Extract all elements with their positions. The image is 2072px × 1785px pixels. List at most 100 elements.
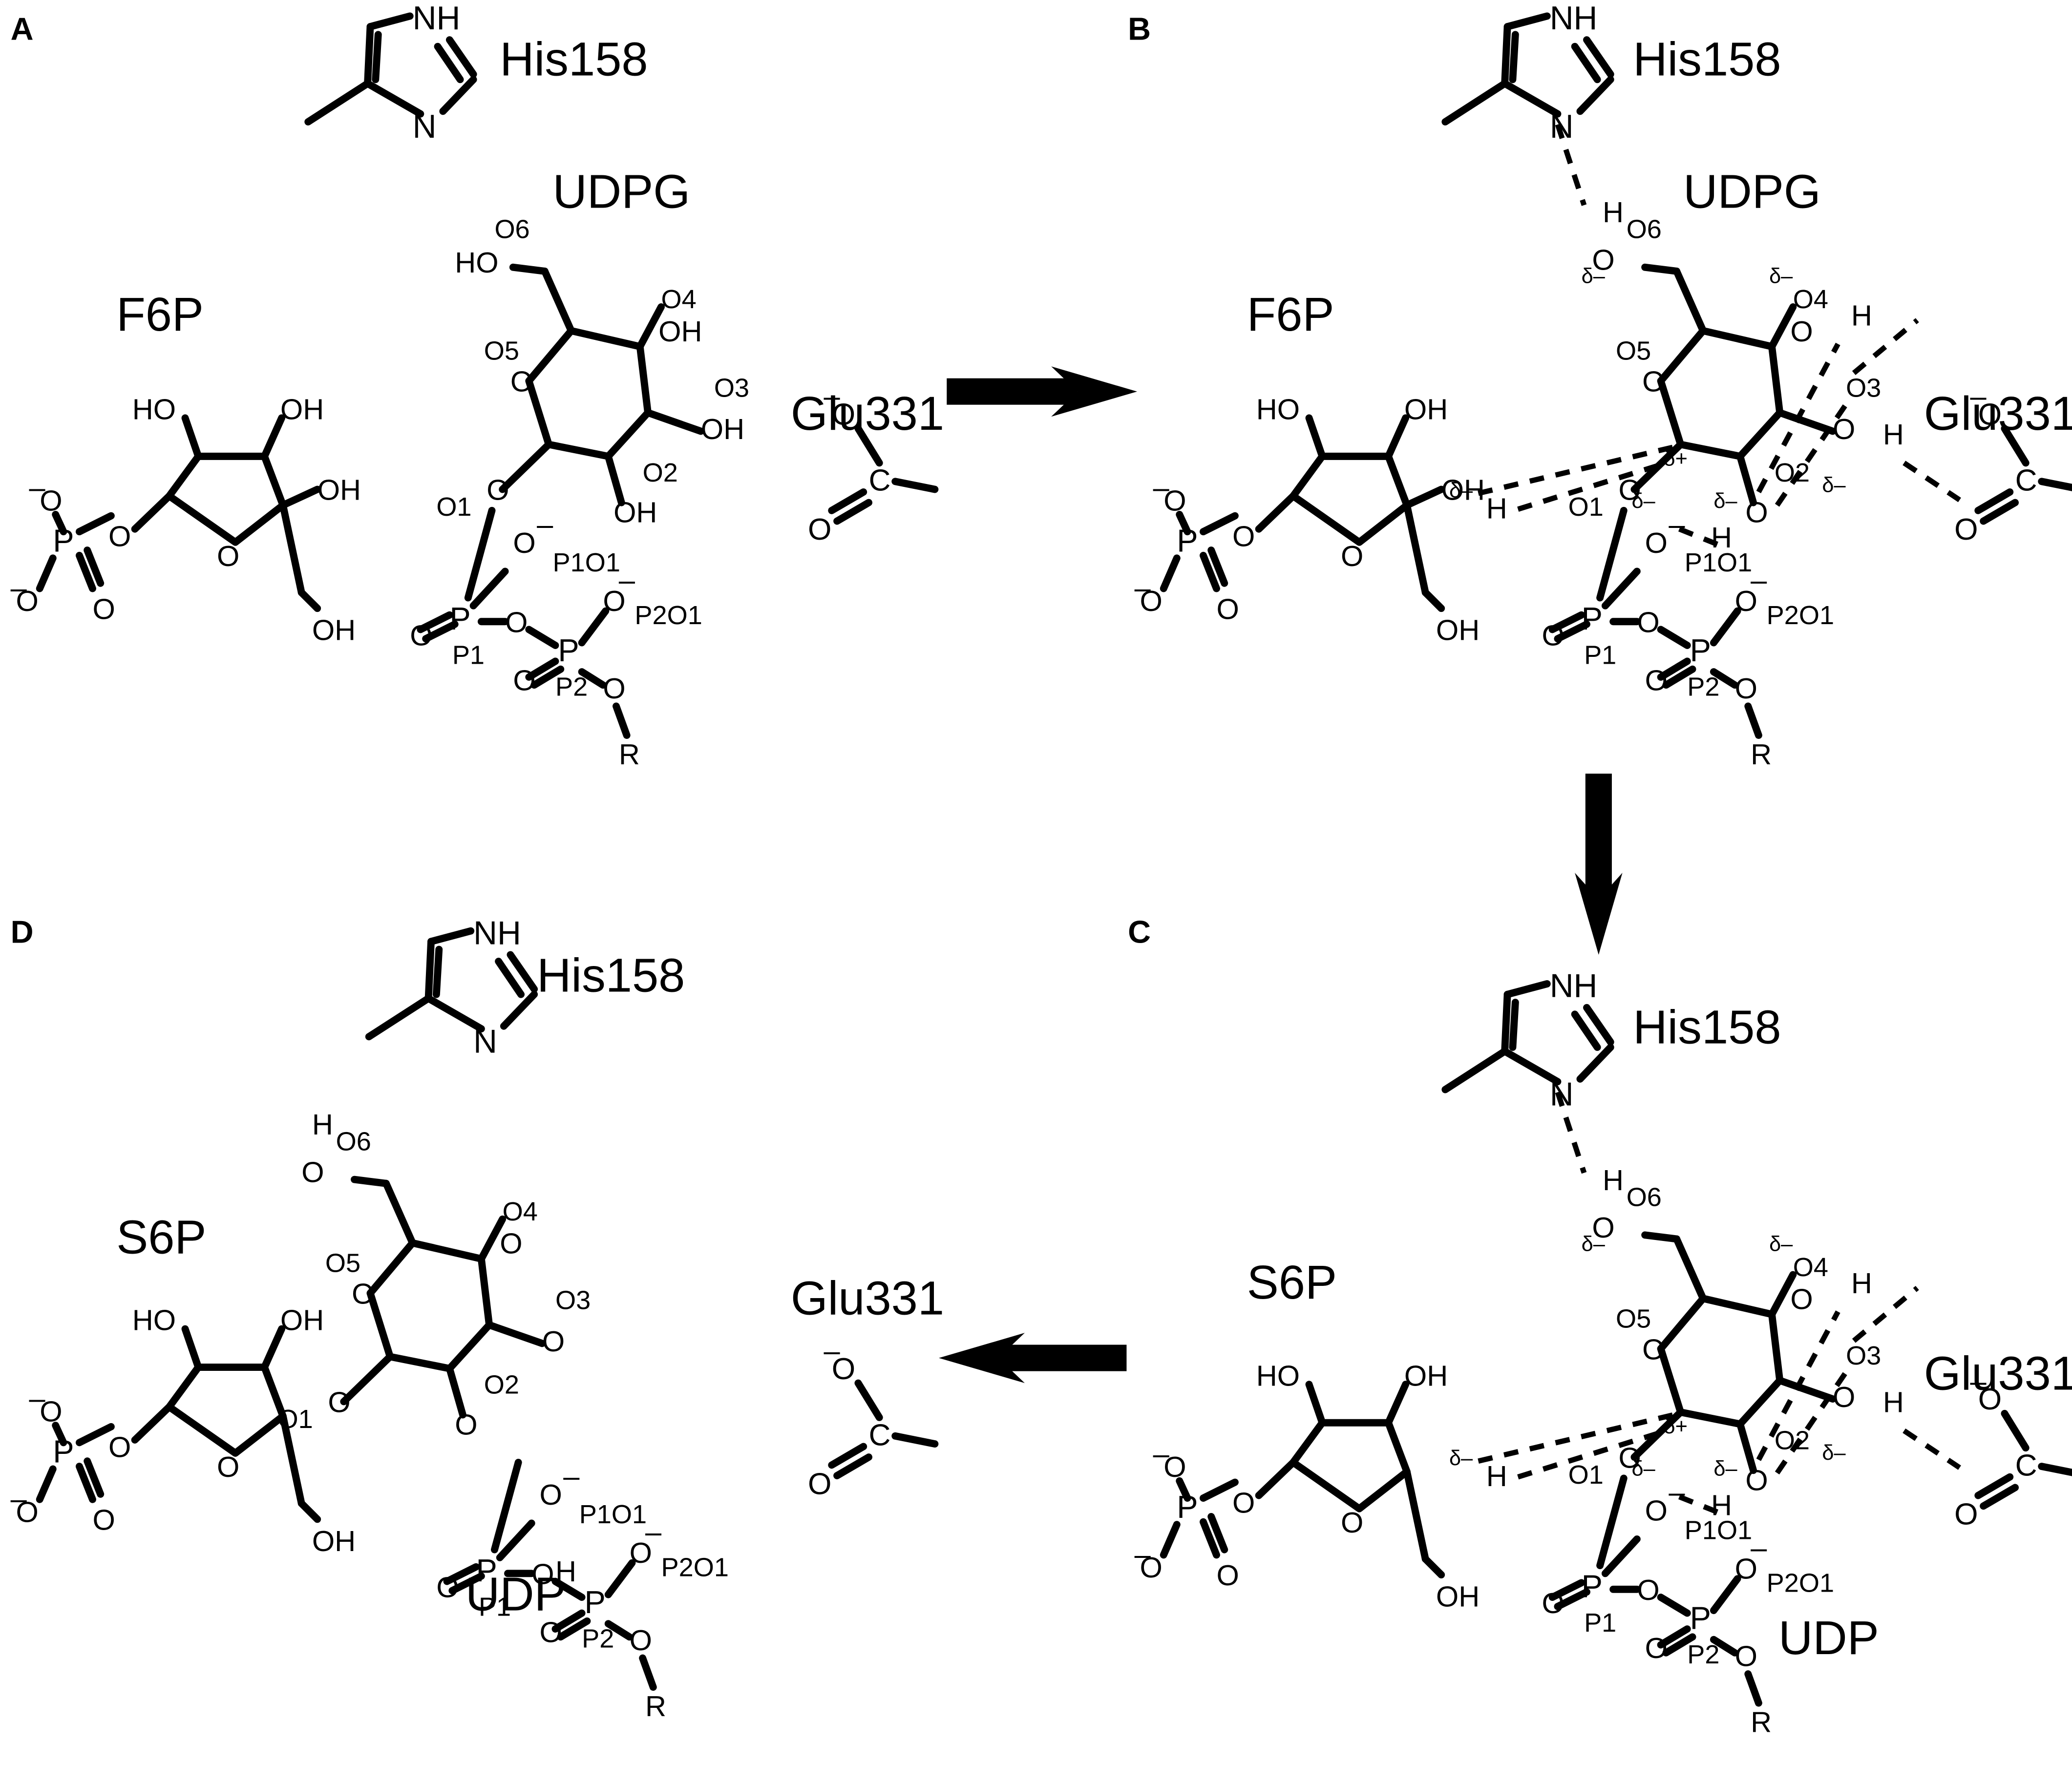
- ring-double-bond: [1571, 42, 1601, 84]
- ring-bond: [507, 951, 538, 993]
- o-atom: O: [539, 1616, 562, 1649]
- r-group: R: [1751, 738, 1772, 771]
- p2o1-label: P2O1: [634, 601, 702, 630]
- p-double-o: [1200, 551, 1220, 592]
- c-oh-bond: [181, 414, 202, 460]
- c-oh-bond: [1384, 414, 1410, 460]
- o2-atom: O: [1745, 496, 1768, 529]
- o-atom: O: [436, 1571, 459, 1604]
- p-double-o: [84, 546, 105, 587]
- p-o-bond: [1160, 1521, 1181, 1559]
- ring-bond: [427, 927, 475, 945]
- charge-minus: –: [1970, 380, 1987, 413]
- pyranose-ring: [1657, 327, 1784, 460]
- n-atom: N: [1550, 108, 1574, 145]
- panel-letter: C: [1128, 914, 1151, 950]
- c-o-bond: [2001, 425, 2030, 467]
- ring-o-atom: O: [1341, 1506, 1363, 1539]
- ring-o-atom: O: [1341, 540, 1363, 572]
- ring-bond: [439, 76, 477, 115]
- c4-o-bond: [1768, 303, 1797, 351]
- his158-imidazole: NHN: [1441, 0, 1614, 145]
- methyl-bond: [2038, 478, 2072, 491]
- methyl-bond: [365, 994, 432, 1041]
- h-atom: H: [1486, 492, 1507, 525]
- residue-label-glu331: Glu331: [1924, 387, 2072, 440]
- h6-atom: H: [312, 1108, 333, 1141]
- h6-atom: H: [1603, 196, 1624, 229]
- charge-minus: –: [1135, 1538, 1151, 1571]
- p2-double-o: [1657, 657, 1691, 681]
- c3-o-bond: [1776, 1377, 1837, 1403]
- p2-o-bond: [1710, 668, 1739, 689]
- o-atom: O: [539, 1478, 562, 1511]
- c4-o-bond: [636, 303, 665, 351]
- p2-o-bond: [604, 1620, 634, 1641]
- o4-atom: O: [500, 1227, 522, 1260]
- carboxylate: O–CO: [1954, 1365, 2072, 1532]
- partial-charge: δ–: [1449, 479, 1473, 502]
- o-atom: O: [1232, 1486, 1255, 1519]
- c-oh-bond: [1305, 1381, 1326, 1427]
- c6-bond: [1403, 1468, 1429, 1563]
- molecule-label-right: UDP: [1778, 1611, 1879, 1664]
- p2-double-o: [557, 1617, 591, 1641]
- o2-atom: O: [1745, 1464, 1768, 1496]
- p-o-bond: [52, 1422, 67, 1447]
- p1-label: P1: [1584, 1608, 1616, 1638]
- p-double-o: [75, 1463, 96, 1503]
- o-c1-bond: [131, 492, 173, 533]
- o-atom: O: [1735, 585, 1757, 617]
- o6-atom: O: [1592, 1211, 1614, 1244]
- o4-label: O4: [661, 285, 697, 314]
- c-double-o: [1974, 1473, 2014, 1499]
- hbond-p1o1: [1678, 526, 1720, 547]
- p2-atom: P: [1690, 632, 1711, 668]
- p2-o-bond: [578, 607, 610, 647]
- n-atom: N: [1550, 1076, 1574, 1113]
- pyranose-ring: [366, 1239, 493, 1372]
- o3-label: O3: [555, 1285, 591, 1315]
- h-atom: H: [555, 1555, 576, 1588]
- glu331-carboxylate: O–CO: [808, 1334, 939, 1501]
- o-atom: O: [1735, 1553, 1757, 1585]
- c-double-o: [833, 1453, 872, 1479]
- charge-minus: –: [1970, 1365, 1987, 1397]
- o5-label: O5: [325, 1249, 360, 1278]
- ring-bond: [366, 12, 414, 31]
- o1-label: O1: [1568, 1460, 1604, 1490]
- ring-bond: [1576, 1043, 1614, 1083]
- o-r-atom: O: [1735, 1639, 1757, 1672]
- p2-double-o: [551, 1609, 586, 1633]
- ring-o5: O: [352, 1278, 374, 1310]
- c1-o1-bond: [340, 1353, 394, 1406]
- ring-o-atom: O: [217, 540, 239, 572]
- oh-group: OH: [658, 315, 702, 348]
- ho-group: HO: [455, 246, 498, 279]
- c2-o-bond: [604, 452, 625, 506]
- p1-o-bond: [1601, 567, 1641, 609]
- oh-group: OH: [613, 496, 657, 529]
- c-atom: C: [869, 464, 891, 498]
- c6-bond: [279, 1412, 305, 1507]
- nh-atom: NH: [473, 915, 521, 951]
- ring-bond: [500, 990, 538, 1030]
- residue-label-his158: His158: [537, 949, 685, 1002]
- p1-double-o: [448, 1572, 485, 1595]
- o-atom: O: [1217, 592, 1239, 625]
- o4-label: O4: [503, 1197, 538, 1226]
- o-atom: O: [1140, 1551, 1163, 1584]
- o-atom: O: [1542, 1587, 1564, 1619]
- h-atom: H: [1486, 1460, 1507, 1492]
